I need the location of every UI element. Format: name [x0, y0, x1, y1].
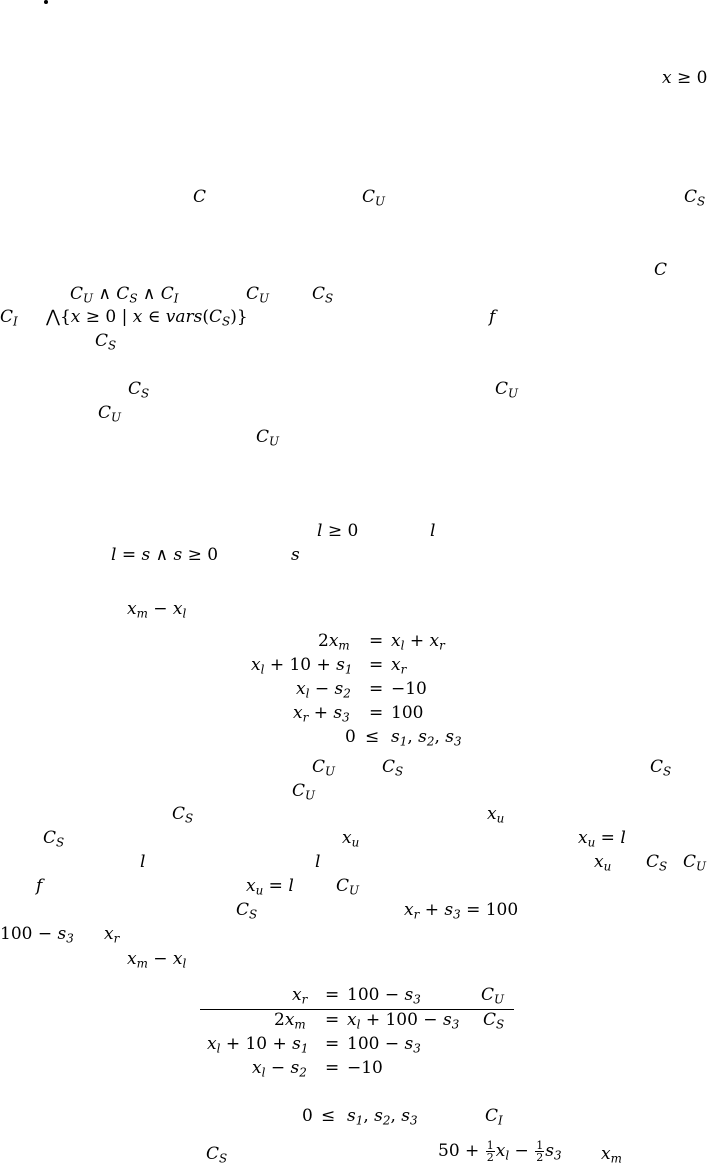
eq-sign: = — [369, 655, 384, 675]
math-xu: xu — [342, 828, 360, 850]
eq-lhs: xl − s2 — [296, 679, 351, 701]
math-cu: CU — [312, 757, 336, 779]
math-xu-eq-l: xu = l — [246, 876, 294, 898]
eq-lhs: 2xm — [318, 631, 350, 653]
math-c: C — [654, 260, 668, 280]
math-bigwedge: ⋀{x ≥ 0 | x ∈ vars(CS)} — [46, 307, 248, 329]
eq-lhs: 0 — [302, 1106, 313, 1126]
eq-lhs: xl + 10 + s1 — [251, 655, 353, 677]
math-cs: CS — [206, 1144, 228, 1166]
math-l: l — [315, 852, 321, 872]
eq-sign: = — [325, 1034, 340, 1054]
eq-sign: = — [325, 1010, 340, 1030]
eq-tag: CI — [485, 1106, 503, 1128]
math-c: C — [193, 187, 207, 207]
math-xr-s3-100: xr + s3 = 100 — [404, 900, 519, 922]
eq-rhs: −10 — [347, 1058, 383, 1078]
math-cs: CS — [172, 804, 194, 826]
eq-sign: = — [369, 631, 384, 651]
math-cu: CU — [362, 187, 386, 209]
eq-rhs: 100 — [391, 703, 424, 723]
eq-sign: = — [369, 703, 384, 723]
eq-sign: = — [325, 1058, 340, 1078]
eq-lhs: xl + 10 + s1 — [207, 1034, 309, 1056]
math-f: f — [489, 307, 496, 327]
math-f: f — [36, 876, 43, 896]
eq-sign: ≤ — [321, 1106, 336, 1126]
math-l-eq-s: l = s ∧ s ≥ 0 — [111, 545, 219, 565]
eq-rhs: −10 — [391, 679, 427, 699]
eq-rhs: 100 − s3 — [347, 985, 421, 1007]
eq-rhs: s1, s2, s3 — [391, 727, 462, 749]
math-cs: CS — [684, 187, 706, 209]
math-xu-eq-l: xu = l — [578, 828, 626, 850]
math-cu: CU — [246, 284, 270, 306]
math-cu: CU — [256, 427, 280, 449]
eq-tag: CU — [481, 985, 505, 1007]
math-cu: CU — [495, 379, 519, 401]
eq-rhs: xl + 100 − s3 — [347, 1010, 460, 1032]
math-x-ge-0: x ≥ 0 — [662, 68, 708, 88]
horizontal-rule — [200, 1009, 514, 1010]
eq-lhs: 0 — [345, 727, 356, 747]
eq-sign: = — [369, 679, 384, 699]
math-cs: CS — [236, 900, 258, 922]
eq-rhs: s1, s2, s3 — [347, 1106, 418, 1128]
math-xm-minus-xl: xm − xl — [127, 599, 187, 621]
math-xu: xu — [487, 804, 505, 826]
eq-lhs: xr + s3 — [293, 703, 350, 725]
math-l-ge-0: l ≥ 0 — [317, 521, 359, 541]
eq-lhs: xl − s2 — [252, 1058, 307, 1080]
math-cs: CS — [128, 379, 150, 401]
math-cs: CS — [650, 757, 672, 779]
math-cs: CS — [95, 331, 117, 353]
math-xr: xr — [104, 924, 120, 946]
math-s: s — [291, 545, 300, 565]
eq-lhs: 2xm — [274, 1010, 306, 1032]
eq-lhs: xr — [292, 985, 308, 1007]
math-cu: CU — [683, 852, 707, 874]
eq-tag: CS — [483, 1010, 505, 1032]
math-100-minus-s3: 100 − s3 — [0, 924, 74, 946]
math-cs: CS — [646, 852, 668, 874]
math-ci: CI — [0, 307, 18, 329]
eq-rhs: xr — [391, 655, 407, 677]
eq-sign: ≤ — [365, 727, 380, 747]
math-xm: xm — [601, 1144, 622, 1166]
math-cu: CU — [98, 403, 122, 425]
math-xm-minus-xl: xm − xl — [127, 949, 187, 971]
math-l: l — [430, 521, 436, 541]
math-cs: CS — [43, 828, 65, 850]
math-cs: CS — [312, 284, 334, 306]
math-conjunction: CU ∧ CS ∧ CI — [70, 284, 179, 306]
math-cs: CS — [382, 757, 404, 779]
math-cu: CU — [336, 876, 360, 898]
bullet-dot — [44, 0, 48, 4]
eq-rhs: 100 − s3 — [347, 1034, 421, 1056]
math-xu: xu — [594, 852, 612, 874]
math-l: l — [140, 852, 146, 872]
eq-rhs: xl + xr — [391, 631, 445, 653]
eq-sign: = — [325, 985, 340, 1005]
math-cu: CU — [292, 781, 316, 803]
